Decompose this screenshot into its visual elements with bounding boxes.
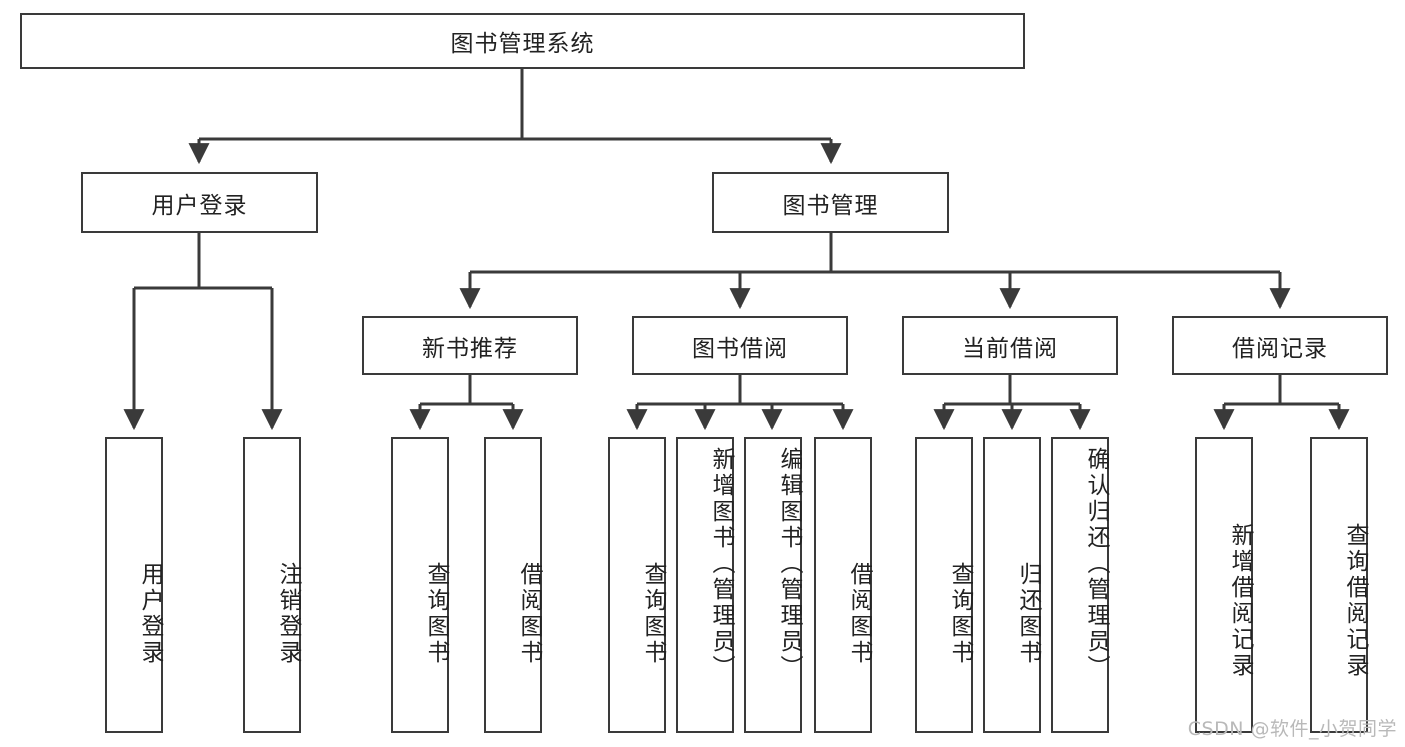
- node-leaf-query-book-1[interactable]: 查询图书: [391, 437, 449, 733]
- node-leaf-add-record[interactable]: 新增借阅记录: [1195, 437, 1253, 733]
- node-new-book-recommend[interactable]: 新书推荐: [362, 316, 578, 375]
- node-leaf-borrow-book-1-label: 借阅图书: [516, 562, 542, 666]
- node-leaf-return-book-label: 归还图书: [1015, 562, 1041, 666]
- node-leaf-user-login-label: 用户登录: [137, 562, 163, 666]
- node-book-borrow-label: 图书借阅: [692, 335, 788, 362]
- node-borrow-record[interactable]: 借阅记录: [1172, 316, 1388, 375]
- node-leaf-query-record[interactable]: 查询借阅记录: [1310, 437, 1368, 733]
- node-leaf-query-book-2[interactable]: 查询图书: [608, 437, 666, 733]
- node-leaf-query-record-label: 查询借阅记录: [1342, 523, 1368, 679]
- node-leaf-return-book[interactable]: 归还图书: [983, 437, 1041, 733]
- node-leaf-borrow-book-2-label: 借阅图书: [846, 562, 872, 666]
- node-leaf-query-book-3-label: 查询图书: [947, 562, 973, 666]
- node-user-login[interactable]: 用户登录: [81, 172, 318, 233]
- node-user-login-label: 用户登录: [151, 192, 248, 219]
- node-leaf-confirm-return-label: 确认归还（管理员）: [1083, 447, 1109, 681]
- node-leaf-edit-book-label: 编辑图书（管理员）: [776, 447, 802, 681]
- node-leaf-borrow-book-2[interactable]: 借阅图书: [814, 437, 872, 733]
- node-leaf-query-book-1-label: 查询图书: [423, 562, 449, 666]
- node-borrow-record-label: 借阅记录: [1232, 335, 1328, 362]
- node-leaf-edit-book[interactable]: 编辑图书（管理员）: [744, 437, 802, 733]
- node-book-manage[interactable]: 图书管理: [712, 172, 949, 233]
- node-leaf-confirm-return[interactable]: 确认归还（管理员）: [1051, 437, 1109, 733]
- node-leaf-user-logout[interactable]: 注销登录: [243, 437, 301, 733]
- node-current-borrow[interactable]: 当前借阅: [902, 316, 1118, 375]
- node-new-book-recommend-label: 新书推荐: [422, 335, 518, 362]
- node-leaf-add-book-label: 新增图书（管理员）: [708, 447, 734, 681]
- node-leaf-user-logout-label: 注销登录: [275, 562, 301, 666]
- node-current-borrow-label: 当前借阅: [962, 335, 1058, 362]
- node-book-borrow[interactable]: 图书借阅: [632, 316, 848, 375]
- node-leaf-query-book-3[interactable]: 查询图书: [915, 437, 973, 733]
- node-book-manage-label: 图书管理: [782, 192, 879, 219]
- node-root[interactable]: 图书管理系统: [20, 13, 1025, 69]
- node-leaf-add-record-label: 新增借阅记录: [1227, 523, 1253, 679]
- node-leaf-add-book[interactable]: 新增图书（管理员）: [676, 437, 734, 733]
- node-leaf-borrow-book-1[interactable]: 借阅图书: [484, 437, 542, 733]
- node-leaf-query-book-2-label: 查询图书: [640, 562, 666, 666]
- node-leaf-user-login[interactable]: 用户登录: [105, 437, 163, 733]
- node-root-label: 图书管理系统: [450, 31, 595, 57]
